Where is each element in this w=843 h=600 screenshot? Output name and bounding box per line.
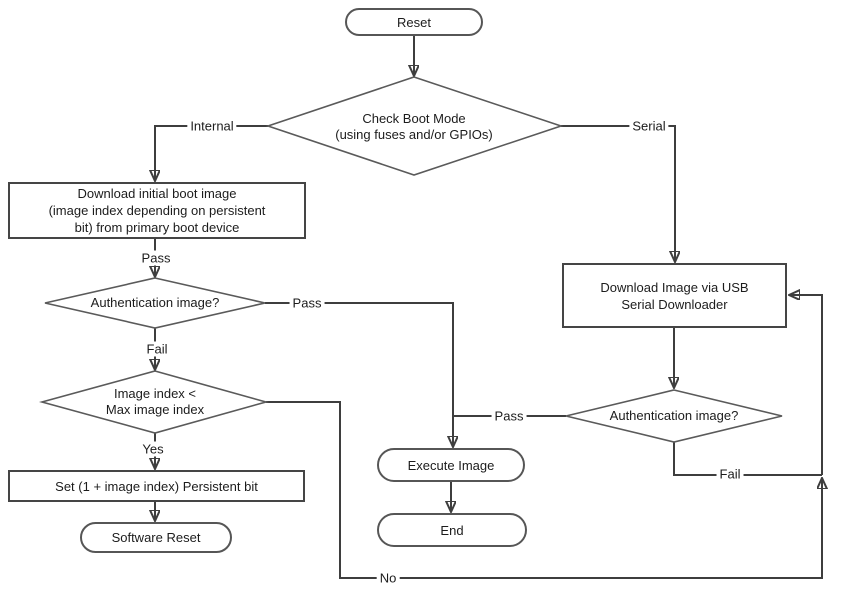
download-initial-line3: bit) from primary boot device: [74, 220, 240, 235]
edge-label-serial: Serial: [629, 118, 669, 134]
edge-label-internal: Internal: [187, 118, 237, 134]
diamond-check-boot-mode: [265, 76, 564, 176]
edge-internal-to-download: [155, 125, 268, 179]
download-usb-line2: Serial Downloader: [621, 296, 728, 312]
edge-auth-right-fail: [673, 442, 822, 476]
node-set-persistent-bit: Set (1 + image index) Persistent bit: [8, 470, 305, 502]
edge-serial-to-usb-download: [561, 125, 675, 260]
edge-label-no-image-index: No: [376, 570, 400, 586]
edge-label-fail-auth-right: Fail: [716, 466, 744, 482]
edge-label-yes-image-index: Yes: [139, 441, 167, 457]
authentication-right-label: Authentication image?: [609, 408, 739, 423]
node-authentication-image-right: Authentication image?: [584, 408, 764, 424]
edge-fail-loop-to-usb-download: [791, 295, 823, 475]
set-persistent-bit-label: Set (1 + image index) Persistent bit: [55, 478, 258, 494]
node-software-reset: Software Reset: [80, 522, 232, 553]
edge-index-no-loop: [266, 401, 822, 579]
node-download-initial-boot-image: Download initial boot image (image index…: [8, 182, 306, 239]
edge-auth-left-pass-to-execute: [265, 302, 453, 445]
node-download-image-usb: Download Image via USB Serial Downloader: [562, 263, 787, 328]
edge-label-pass-download: Pass: [138, 250, 174, 266]
download-initial-line1: Download initial boot image: [77, 186, 237, 201]
image-index-line2: Max image index: [105, 402, 205, 417]
image-index-line1: Image index <: [113, 386, 197, 401]
diamond-image-index: [38, 370, 269, 434]
node-image-index-check: Image index < Max image index: [95, 386, 215, 418]
node-authentication-image-left: Authentication image?: [65, 295, 245, 311]
diamond-authentication-left: [44, 277, 266, 329]
check-boot-mode-line2: (using fuses and/or GPIOs): [335, 127, 493, 142]
end-label: End: [440, 522, 464, 538]
diamond-authentication-right: [565, 389, 783, 443]
edge-label-pass-auth-right: Pass: [491, 408, 527, 424]
authentication-left-label: Authentication image?: [90, 295, 220, 310]
node-execute-image: Execute Image: [377, 448, 525, 482]
download-initial-line2: (image index depending on persistent: [48, 203, 266, 218]
edge-label-fail-auth-left: Fail: [143, 341, 171, 357]
node-check-boot-mode: Check Boot Mode (using fuses and/or GPIO…: [314, 110, 514, 144]
node-end: End: [377, 513, 527, 547]
node-reset-label: Reset: [397, 14, 431, 30]
software-reset-label: Software Reset: [111, 530, 201, 545]
edge-label-pass-auth-left: Pass: [289, 295, 325, 311]
download-usb-line1: Download Image via USB: [600, 279, 749, 295]
execute-image-label: Execute Image: [407, 457, 495, 473]
check-boot-mode-line1: Check Boot Mode: [362, 111, 466, 126]
node-reset: Reset: [345, 8, 483, 36]
